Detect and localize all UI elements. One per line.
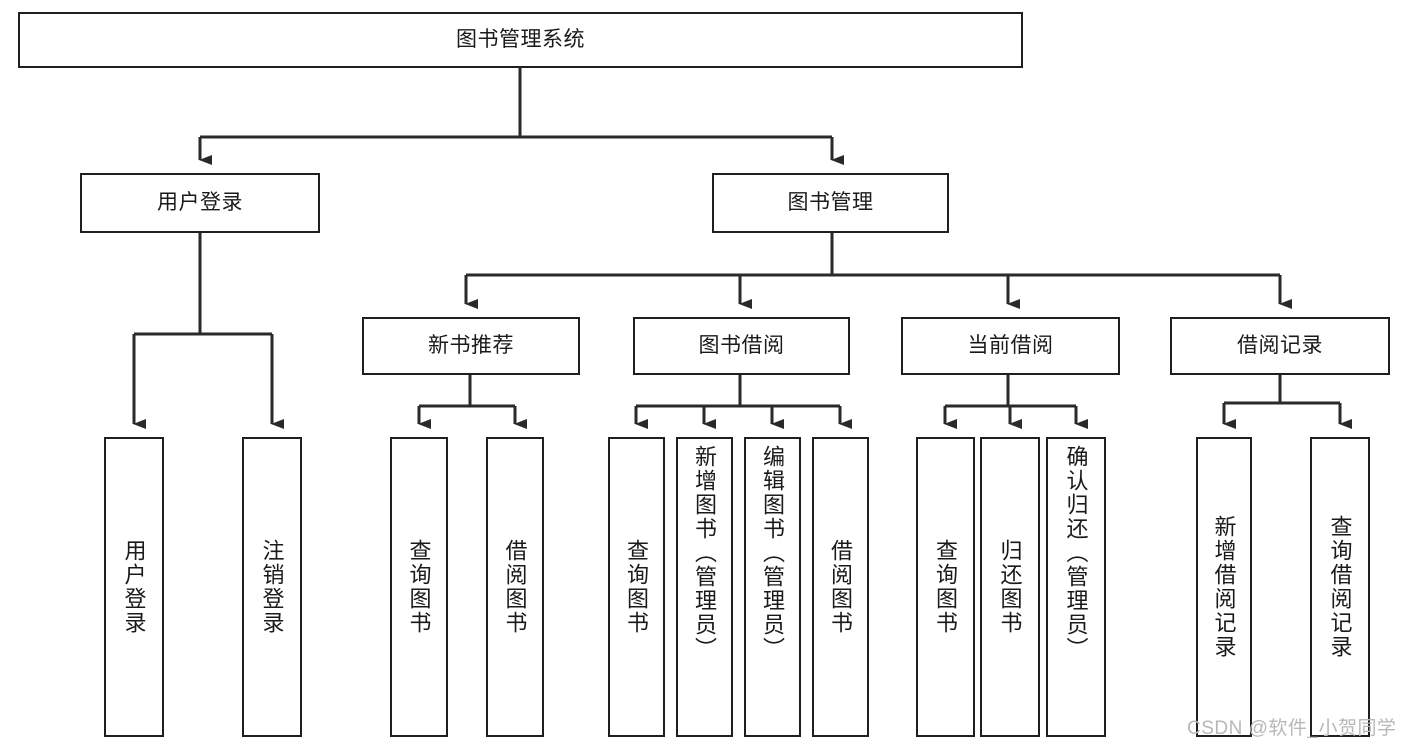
node-root-label: 图书管理系统 [456, 27, 585, 51]
node-root[interactable]: 图书管理系统 [18, 12, 1023, 68]
leaf-query-borrow-record-label: 查询借阅记录 [1327, 515, 1353, 659]
leaf-confirm-return-admin[interactable]: 确认归还（管理员） [1046, 437, 1106, 737]
node-current-borrow[interactable]: 当前借阅 [901, 317, 1120, 375]
node-book-management[interactable]: 图书管理 [712, 173, 949, 233]
node-new-book-recommend[interactable]: 新书推荐 [362, 317, 580, 375]
leaf-return-books[interactable]: 归还图书 [980, 437, 1040, 737]
leaf-add-book-admin[interactable]: 新增图书（管理员） [676, 437, 733, 737]
leaf-query-books-current[interactable]: 查询图书 [916, 437, 975, 737]
node-book-management-label: 图书管理 [787, 190, 874, 214]
node-current-borrow-label: 当前借阅 [967, 333, 1054, 357]
leaf-add-borrow-record[interactable]: 新增借阅记录 [1196, 437, 1252, 737]
leaf-borrow-books-borrow[interactable]: 借阅图书 [812, 437, 869, 737]
leaf-query-books-borrow-label: 查询图书 [624, 539, 650, 635]
node-borrow-records[interactable]: 借阅记录 [1170, 317, 1390, 375]
node-user-login[interactable]: 用户登录 [80, 173, 320, 233]
leaf-user-login-label: 用户登录 [121, 539, 147, 635]
leaf-query-books-new-label: 查询图书 [406, 539, 432, 635]
leaf-add-borrow-record-label: 新增借阅记录 [1211, 515, 1237, 659]
node-book-borrow[interactable]: 图书借阅 [633, 317, 850, 375]
node-borrow-records-label: 借阅记录 [1237, 333, 1323, 357]
leaf-query-books-current-label: 查询图书 [933, 539, 959, 635]
leaf-query-borrow-record[interactable]: 查询借阅记录 [1310, 437, 1370, 737]
node-user-login-label: 用户登录 [157, 190, 243, 214]
node-book-borrow-label: 图书借阅 [698, 333, 785, 357]
leaf-edit-book-admin-label: 编辑图书（管理员） [760, 445, 786, 661]
leaf-logout[interactable]: 注销登录 [242, 437, 302, 737]
leaf-borrow-books-borrow-label: 借阅图书 [828, 539, 854, 635]
node-new-book-recommend-label: 新书推荐 [428, 333, 514, 357]
leaf-logout-label: 注销登录 [259, 539, 285, 635]
leaf-add-book-admin-label: 新增图书（管理员） [692, 445, 718, 661]
leaf-user-login[interactable]: 用户登录 [104, 437, 164, 737]
leaf-borrow-books-new-label: 借阅图书 [502, 539, 528, 635]
leaf-edit-book-admin[interactable]: 编辑图书（管理员） [744, 437, 801, 737]
leaf-query-books-borrow[interactable]: 查询图书 [608, 437, 665, 737]
leaf-confirm-return-admin-label: 确认归还（管理员） [1063, 445, 1089, 661]
leaf-borrow-books-new[interactable]: 借阅图书 [486, 437, 544, 737]
leaf-query-books-new[interactable]: 查询图书 [390, 437, 448, 737]
leaf-return-books-label: 归还图书 [997, 539, 1023, 635]
